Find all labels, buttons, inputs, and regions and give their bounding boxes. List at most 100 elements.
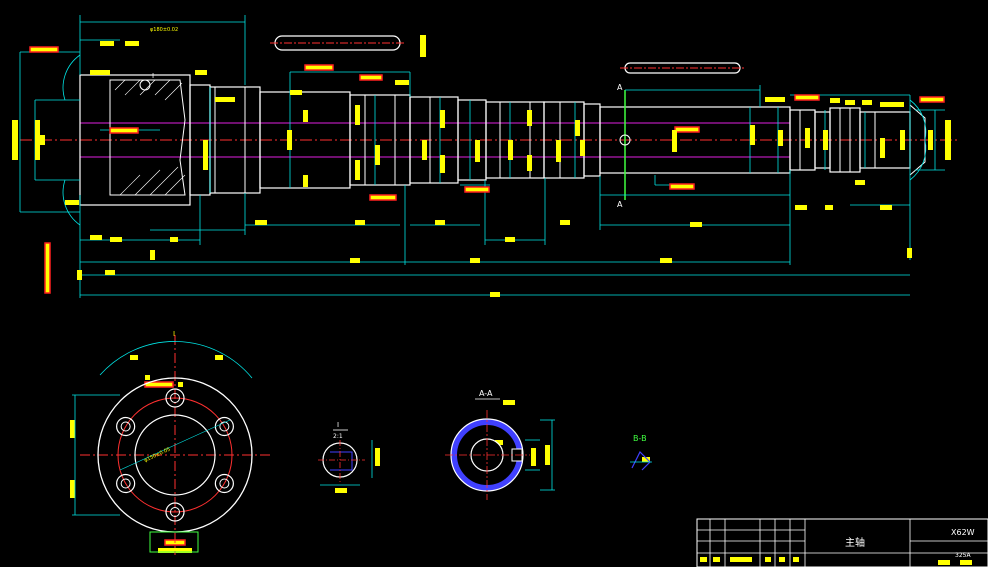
title-block-part-name: 主轴 (845, 536, 865, 549)
dimension-tag (105, 270, 115, 275)
dimension-tag (290, 90, 302, 95)
dimension-tag (690, 222, 702, 227)
title-block-drawing-no: 325A (955, 552, 971, 559)
dimension-tag (907, 248, 912, 258)
dimension-tag (355, 105, 360, 125)
dimension-tag (765, 97, 785, 102)
dimension-tag (545, 445, 550, 465)
dimension-tag (70, 480, 75, 498)
dimension-tag (794, 94, 820, 101)
dimension-tag (304, 64, 334, 71)
main-shaft-view: A A (20, 35, 960, 209)
dimension-tag (508, 140, 513, 160)
dimension-tag (531, 448, 536, 466)
dimension-tag (805, 128, 810, 148)
dimension-note: φ180±0.02 (150, 27, 178, 33)
dimension-tag (945, 120, 951, 160)
section-aa-view: A-A (445, 389, 555, 500)
dimension-tag (505, 237, 515, 242)
dimension-tag (395, 80, 409, 85)
dimension-tag (880, 138, 885, 158)
dimension-tag (287, 130, 292, 150)
dimension-tag (40, 135, 45, 145)
dimension-tag (145, 375, 150, 380)
dimension-tag (527, 110, 532, 126)
dimension-tag (70, 420, 75, 438)
dimension-tag (556, 140, 561, 162)
dimension-tag (255, 220, 267, 225)
dimension-tag (928, 130, 933, 150)
flange-section-hatch (109, 79, 186, 196)
section-bb-view: B-B (630, 434, 652, 471)
dimension-tag (303, 110, 308, 122)
dimension-tag (359, 74, 383, 81)
dimension-tag (778, 130, 783, 146)
svg-text:A-A: A-A (479, 389, 493, 398)
dimension-tag (470, 258, 480, 263)
dimension-tag (660, 258, 672, 263)
dimension-tag (560, 220, 570, 225)
dimension-tag (90, 70, 110, 75)
bolt-hole-inner (219, 478, 230, 489)
svg-text:B-B: B-B (633, 434, 647, 443)
dimension-tag (335, 488, 347, 493)
dimension-tag (215, 97, 235, 102)
svg-text:A: A (617, 83, 623, 92)
dimension-tag (845, 100, 855, 105)
dimension-tag (880, 205, 892, 210)
svg-text:I: I (337, 421, 339, 429)
dimension-tag (580, 140, 585, 156)
dimension-tag (12, 120, 18, 160)
svg-text:A: A (617, 200, 623, 209)
bolt-hole (214, 473, 234, 494)
detail-i-view: I 2:1 (318, 421, 373, 486)
dimension-tag (440, 110, 445, 128)
dimension-tag (825, 205, 833, 210)
dimension-tag (178, 382, 183, 387)
dimension-tag (355, 160, 360, 180)
dimension-tag (855, 180, 865, 185)
dimension-tag (672, 130, 677, 152)
dimension-tag (375, 448, 380, 466)
dimension-tag (110, 237, 122, 242)
dimension-tag (475, 140, 480, 162)
dimension-tag (195, 70, 207, 75)
dimension-tag (203, 140, 208, 170)
bolt-hole-inner (120, 478, 131, 489)
dimension-tag (109, 127, 139, 134)
dimension-tag (150, 250, 155, 260)
dimension-tag (527, 155, 532, 171)
dimension-tag (490, 292, 500, 297)
bolt-hole-inner (219, 421, 230, 432)
dimension-tag (422, 140, 427, 160)
flange-view-label: I (173, 330, 175, 338)
dimension-tag (369, 194, 397, 201)
dimension-tag (575, 120, 580, 136)
bolt-hole (165, 502, 185, 522)
bolt-hole-inner (120, 421, 131, 432)
dimension-tag (495, 440, 503, 445)
dimension-tag (420, 35, 426, 57)
dimension-tag (65, 200, 79, 205)
dimension-tag (669, 183, 695, 190)
dimension-tag (215, 355, 223, 360)
dimension-tag (880, 102, 904, 107)
dimension-tag (90, 235, 102, 240)
flange-front-view: φ150±0.05 I (72, 330, 270, 555)
title-block-model: X62W (951, 528, 975, 537)
dimension-tag (862, 100, 872, 105)
flange-bolt-circle (117, 397, 233, 513)
dimension-tag (125, 41, 139, 46)
bolt-hole (116, 416, 136, 437)
dimension-tag (35, 120, 40, 160)
dimension-tag (435, 220, 445, 225)
dimension-tag (642, 457, 650, 462)
dimension-tag (795, 205, 807, 210)
title-block: 主轴 X62W 325A (696, 518, 988, 567)
dimension-tag (130, 355, 138, 360)
dimension-tag (44, 242, 51, 294)
dimension-tag (375, 145, 380, 165)
bolt-hole (116, 473, 136, 494)
